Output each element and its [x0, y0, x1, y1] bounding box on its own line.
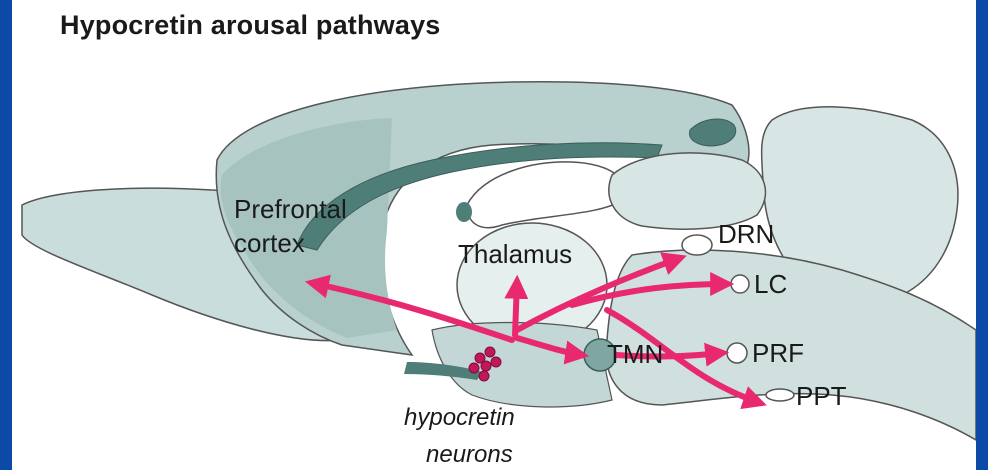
prf-nucleus: [727, 343, 747, 363]
ppt-nucleus: [766, 389, 794, 401]
label-neurons-line2: neurons: [426, 441, 513, 468]
label-thalamus: Thalamus: [458, 239, 572, 269]
lc-nucleus: [731, 275, 749, 293]
midbrain: [609, 153, 766, 229]
label-lc: LC: [754, 269, 787, 299]
label-drn: DRN: [718, 219, 774, 249]
label-prf: PRF: [752, 338, 804, 368]
label-tmn: TMN: [607, 339, 663, 369]
label-ppt: PPT: [796, 381, 847, 411]
drn-nucleus: [682, 235, 712, 255]
label-prefrontal-line1: Prefrontal: [234, 194, 347, 224]
brain-diagram: Prefrontal cortex Thalamus DRN LC TMN PR…: [12, 0, 976, 470]
fornix-spot: [456, 202, 472, 222]
slide-panel: Hypocretin arousal pathways: [12, 0, 976, 470]
label-neurons-line1: hypocretin: [404, 404, 515, 431]
hypothalamus-region: [432, 323, 612, 407]
ventricle: [467, 162, 625, 228]
label-prefrontal-line2: cortex: [234, 228, 305, 258]
